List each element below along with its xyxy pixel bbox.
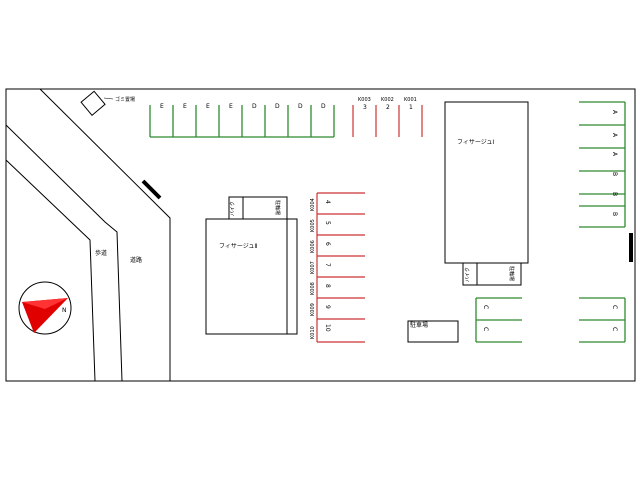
space-label: D (275, 103, 280, 110)
bicycle-label-left: 駐輪場 (274, 200, 281, 215)
space-label: A (611, 152, 618, 157)
building-2: フィサージュⅡ バイク 駐輪場 (205, 196, 298, 335)
compass-icon: N (18, 281, 72, 335)
space-number: 7 (324, 263, 331, 267)
space-number: 6 (324, 242, 331, 246)
sidewalk-label: 歩道 (95, 249, 107, 257)
parking-bottom-green-left: C C (475, 297, 522, 343)
space-label: D (298, 103, 303, 110)
site-boundary (5, 88, 636, 382)
space-code: K003 (358, 97, 371, 103)
space-label: E (183, 103, 187, 110)
space-label: B (611, 192, 618, 196)
garbage-label: ゴミ置場 (115, 96, 135, 103)
space-code: K009 (310, 303, 316, 316)
space-code: K006 (310, 240, 316, 253)
bicycle-label-right: 駐輪場 (508, 266, 515, 281)
space-label: B (611, 172, 618, 176)
building-2-label: フィサージュⅡ (219, 243, 257, 250)
space-code: K001 (404, 97, 417, 103)
space-number: 8 (324, 284, 331, 288)
entrance-marker-left (141, 179, 162, 200)
space-label: A (611, 133, 618, 138)
building-1-label: フィサージュⅠ (457, 139, 494, 146)
space-number: 2 (386, 104, 390, 111)
space-code: K007 (310, 261, 316, 274)
space-code: K005 (310, 219, 316, 232)
space-number: 10 (324, 324, 331, 332)
parking-lot-label: 駐車場 (410, 321, 428, 329)
parking-column-middle-red: K004 K005 K006 K007 K008 K009 K010 4 5 6… (310, 192, 365, 343)
parking-bottom-green-right: C C (579, 297, 626, 343)
north-label: N (62, 307, 67, 314)
space-number: 3 (363, 104, 367, 111)
space-label: D (252, 103, 257, 110)
space-label: C (482, 327, 489, 331)
space-code: K010 (310, 326, 316, 339)
parking-row-top-green: E E E E D D D D (149, 103, 335, 138)
garbage-area: ゴミ置場 (80, 90, 135, 116)
space-number: 1 (409, 104, 413, 111)
space-label: D (321, 103, 326, 110)
space-number: 9 (324, 305, 331, 309)
parking-row-top-red: K003 K002 K001 3 2 1 (352, 97, 423, 137)
space-label: C (611, 305, 618, 309)
space-code: K004 (310, 198, 316, 211)
space-number: 5 (324, 221, 331, 225)
space-code: K008 (310, 282, 316, 295)
road-label: 道路 (130, 256, 142, 264)
parking-column-right-green: A A A B B B (579, 101, 626, 228)
motorbike-label-left: バイク (230, 201, 236, 216)
parking-lot-sign: 駐車場 (407, 320, 459, 343)
space-label: E (206, 103, 210, 110)
road (5, 88, 171, 382)
space-number: 4 (324, 200, 331, 204)
building-1: フィサージュⅠ バイク 駐輪場 (444, 101, 529, 286)
space-code: K002 (381, 97, 394, 103)
motorbike-label-right: バイク (465, 267, 471, 282)
space-label: A (611, 110, 618, 115)
space-label: B (611, 212, 618, 216)
space-label: E (160, 103, 164, 110)
space-label: C (482, 305, 489, 309)
space-label: C (611, 327, 618, 331)
space-label: E (229, 103, 233, 110)
